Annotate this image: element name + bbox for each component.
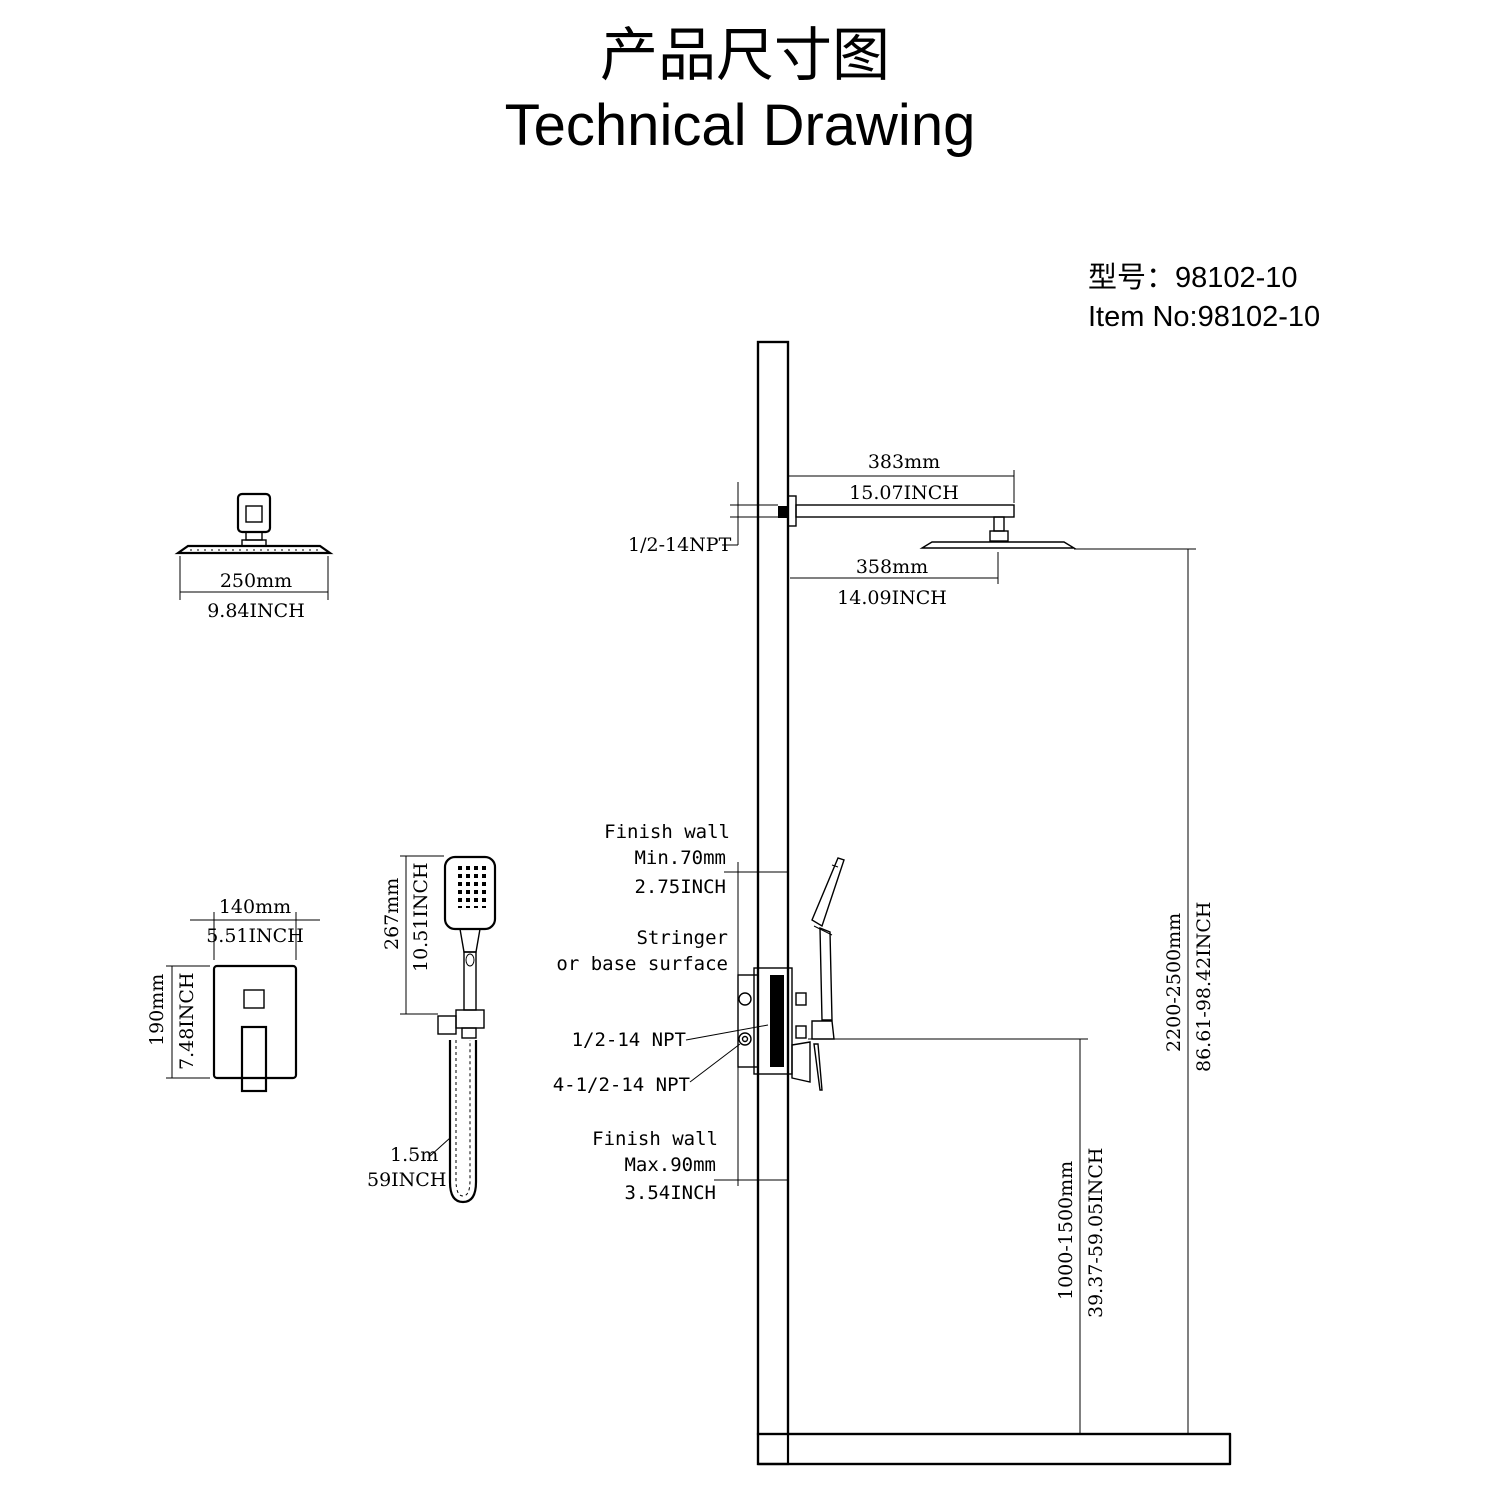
valve-body-side [737, 857, 845, 1091]
arm-dimension: 383mm 15.07INCH [787, 451, 1015, 504]
hand-length-in: 10.51INCH [410, 862, 432, 972]
hand-length-mm: 267mm [381, 878, 403, 950]
stringer-label-2: or base surface [556, 953, 728, 975]
title-en: Technical Drawing [505, 93, 976, 158]
overall-height-dimension: 2200-2500mm 86.61-98.42INCH [1074, 548, 1215, 1434]
overall-height-in: 86.61-98.42INCH [1193, 902, 1215, 1072]
stringer-label-1: Stringer [636, 927, 728, 949]
max-wall-in-label: 3.54INCH [624, 1182, 716, 1204]
npt-callouts: 1/2-14 NPT 4-1/2-14 NPT [553, 1024, 769, 1096]
min-wall-in-label: 2.75INCH [634, 876, 726, 898]
head-width-in: 9.84INCH [207, 600, 305, 622]
finish-wall-label-2: Finish wall [592, 1128, 718, 1150]
wall-section [756, 340, 1232, 1466]
finish-wall-min-note: Finish wall Min.70mm 2.75INCH [604, 821, 788, 975]
hose-length-in: 59INCH [367, 1169, 446, 1191]
shower-head-front: 250mm 9.84INCH [174, 492, 334, 622]
item-number: Item No:98102-10 [1088, 301, 1320, 333]
npt-label-2: 4-1/2-14 NPT [553, 1074, 690, 1096]
valve-height-dimension: 1000-1500mm 39.37-59.05INCH [808, 1038, 1107, 1434]
arm-length-mm: 383mm [868, 451, 940, 473]
min-wall-label: Min.70mm [634, 847, 726, 869]
plate-height-in: 7.48INCH [176, 972, 198, 1070]
plate-height-mm: 190mm [146, 974, 168, 1046]
valve-height-in: 39.37-59.05INCH [1085, 1148, 1107, 1318]
finish-wall-label-1: Finish wall [604, 821, 730, 843]
overall-height-mm: 2200-2500mm [1163, 913, 1185, 1052]
hand-shower-front: 267mm 10.51INCH 1.5m 59INCH [367, 855, 497, 1204]
shower-arm-side [778, 495, 1077, 549]
stringer-note: Stringer or base surface [556, 927, 728, 975]
plate-width-in: 5.51INCH [206, 925, 304, 947]
arm-length-in: 15.07INCH [849, 482, 959, 504]
valve-height-mm: 1000-1500mm [1055, 1161, 1077, 1300]
title-cn: 产品尺寸图 [600, 21, 890, 89]
hose-length-m: 1.5m [390, 1144, 438, 1166]
npt-label-1: 1/2-14 NPT [572, 1029, 686, 1051]
max-wall-label: Max.90mm [624, 1154, 716, 1176]
drop-length-in: 14.09INCH [837, 587, 947, 609]
trim-plate-front: 140mm 5.51INCH 190mm 7.48INCH [146, 896, 320, 1093]
finish-wall-max-note: Finish wall Max.90mm 3.54INCH [592, 1067, 788, 1204]
drop-length-mm: 358mm [856, 556, 928, 578]
arm-thread-callout: 1/2-14NPT [628, 482, 778, 556]
model-number-cn: 型号：98102-10 [1088, 261, 1298, 294]
arm-thread-label: 1/2-14NPT [628, 534, 732, 556]
drop-dimension: 358mm 14.09INCH [790, 552, 999, 609]
plate-width-mm: 140mm [219, 896, 291, 918]
head-width-mm: 250mm [220, 570, 292, 592]
